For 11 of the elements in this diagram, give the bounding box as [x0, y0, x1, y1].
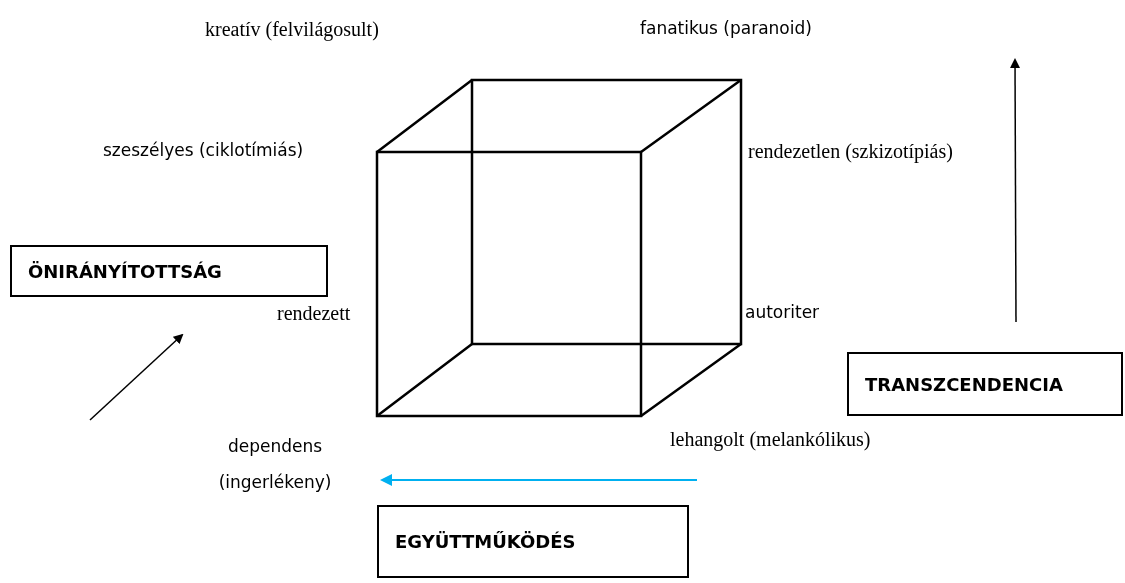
label-box: ÖNIRÁNYÍTOTTSÁG: [10, 245, 328, 297]
trait-label: autoriter: [745, 302, 820, 322]
label-box: EGYÜTTMŰKÖDÉS: [377, 505, 689, 578]
trait-label: kreatív (felvilágosult): [205, 18, 379, 41]
trait-label: lehangolt (melankólikus): [670, 428, 871, 451]
trait-label: fanatikus (paranoid): [640, 18, 812, 38]
trait-label: szeszélyes (ciklotímiás): [103, 140, 304, 160]
trait-label: rendezetlen (szkizotípiás): [748, 140, 953, 163]
trait-label: dependens (ingerlékeny): [217, 435, 333, 494]
trait-label: rendezett: [277, 302, 351, 325]
label-box: TRANSZCENDENCIA: [847, 352, 1123, 416]
